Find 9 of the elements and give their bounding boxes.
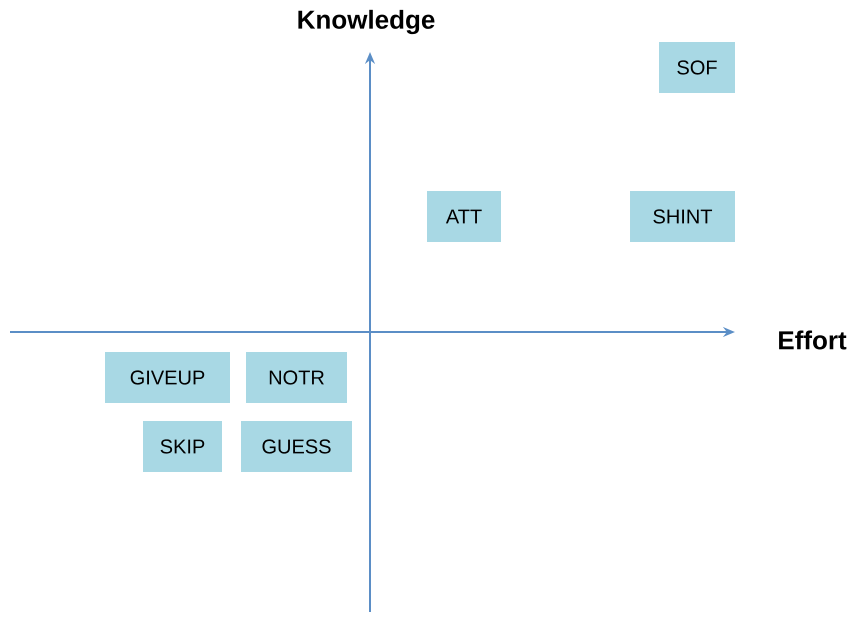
term-box: SOF (659, 42, 735, 93)
term-box: NOTR (246, 352, 347, 403)
term-box: ATT (427, 191, 501, 242)
axis-label: Effort (779, 330, 846, 350)
axis-label: Knowledge (298, 10, 434, 34)
term-box: GIVEUP (105, 352, 230, 403)
term-box: SHINT (630, 191, 735, 242)
term-box: GUESS (241, 421, 352, 472)
term-box: SKIP (143, 421, 222, 472)
